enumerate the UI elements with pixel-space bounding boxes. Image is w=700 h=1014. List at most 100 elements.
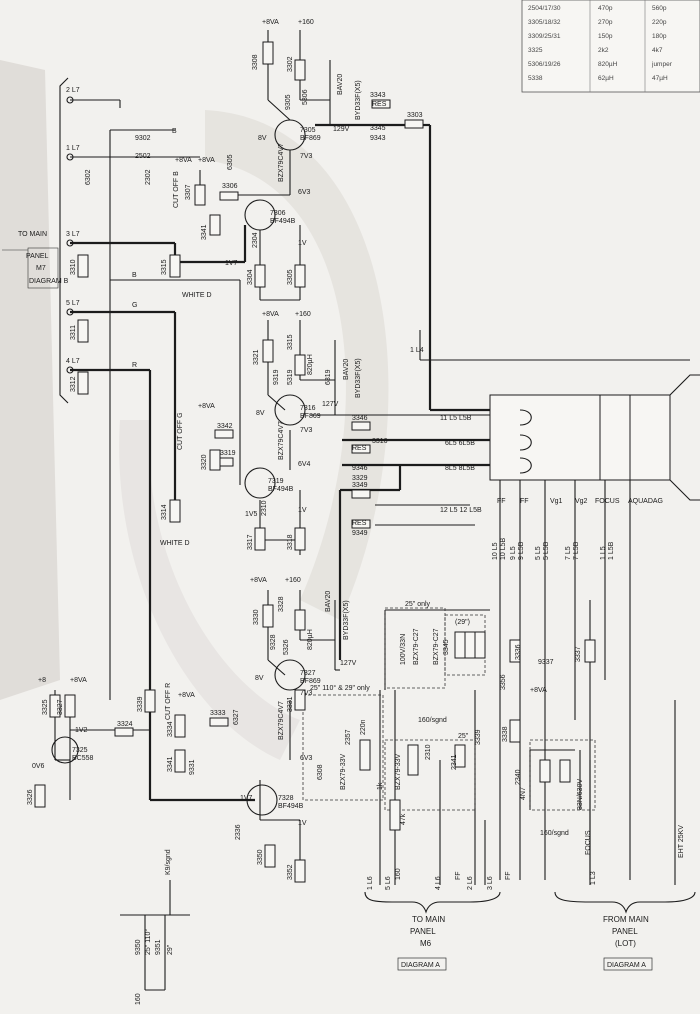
bottom-pin: 1 L6	[367, 876, 374, 890]
table-cell: 150p	[598, 33, 613, 40]
ref: 3352	[287, 864, 294, 880]
ref: 9351	[155, 939, 162, 955]
ref: 3330	[253, 609, 260, 625]
transistor-type: BF869	[300, 678, 321, 685]
bottom-pin: 2 L6	[467, 876, 474, 890]
option-boxes	[302, 607, 596, 811]
ref: 3345	[370, 125, 386, 132]
voltage: 8V	[255, 675, 264, 682]
ref: 9343	[370, 135, 386, 142]
ref: 9337	[538, 659, 554, 666]
voltage: 1V5	[245, 511, 258, 518]
ref: 5326	[283, 639, 290, 655]
crt-pin: 1 L5B	[608, 541, 615, 560]
voltage: 6V3	[300, 755, 313, 762]
ref: 3331	[287, 696, 294, 712]
ref: 9302	[135, 135, 151, 142]
gnd-label: K9/sgnd	[165, 849, 172, 875]
transistor-type: BF494B	[268, 486, 294, 493]
pin: 1 L3	[590, 871, 597, 885]
table-cell: 3325	[528, 47, 543, 54]
transistor-label: 7316	[300, 405, 316, 412]
bottom-pin-lines	[379, 609, 676, 885]
transistor-label: 7327	[300, 670, 316, 677]
note: 29"	[167, 944, 174, 955]
crt-pin: 7 L5	[565, 546, 572, 560]
note: 25"	[458, 733, 469, 740]
table-cell: 3309/25/31	[528, 33, 561, 40]
ref: 3326	[27, 789, 34, 805]
ref: 2302	[145, 169, 152, 185]
table-cell: 2504/17/30	[528, 5, 561, 12]
supply-label: +160	[285, 577, 301, 584]
ref: 3345	[443, 639, 450, 655]
ref: 3320	[201, 454, 208, 470]
eht: EHT 25KV	[678, 825, 685, 858]
ref: 9328	[270, 634, 277, 650]
voltage: 6V3	[298, 189, 311, 196]
table-cell: jumper	[651, 61, 673, 68]
diode2-label: BYD33F(X5)	[355, 358, 362, 398]
crt-vg2: Vg2	[575, 498, 588, 505]
connector-label: 1 L4	[410, 347, 424, 354]
crt-ff: FF	[520, 498, 529, 505]
connector-label: 5 L7	[66, 300, 80, 307]
transistor-label: 7325	[72, 747, 88, 754]
connector-label: 3 L7	[66, 231, 80, 238]
connector-label: 6L5 6L5B	[445, 440, 475, 447]
cutoff-label: CUT OFF R	[165, 683, 172, 720]
transistor-label: 7328	[278, 795, 294, 802]
from-main: FROM MAIN	[603, 915, 649, 924]
ref: 9331	[189, 759, 196, 775]
ref: 3306	[222, 183, 238, 190]
bottom-pin: 4 L6	[435, 876, 442, 890]
rail-g: G	[132, 302, 137, 309]
table-cell: 820µH	[598, 61, 618, 68]
ref: 3302	[287, 56, 294, 72]
crt-pin: 1 L5	[600, 546, 607, 560]
pin: 160	[135, 993, 142, 1005]
connector-label: 4 L7	[66, 358, 80, 365]
ref: 3318	[287, 534, 294, 550]
transistor-type: BF869	[300, 413, 321, 420]
focus-out: FOCUS	[585, 830, 592, 855]
voltage: 1V7	[240, 795, 253, 802]
value: 47k	[400, 813, 407, 825]
resistors	[34, 41, 596, 883]
ref: 3329	[352, 475, 368, 482]
voltage: 7V3	[300, 427, 313, 434]
watermark-shape	[0, 60, 60, 700]
zener: BZX79-33V	[340, 753, 347, 790]
supply-label: +8	[38, 677, 46, 684]
res-text: RES	[372, 101, 387, 108]
stage-b-wiring	[70, 30, 690, 860]
ref: 2357	[345, 729, 352, 745]
ref: 3325	[42, 699, 49, 715]
ref: 3319	[220, 450, 236, 457]
ref: 3316	[372, 438, 388, 445]
ref: 3339	[137, 696, 144, 712]
voltage: 6V4	[298, 461, 311, 468]
left-box-title: TO MAIN	[18, 231, 47, 238]
ref: 3356	[500, 674, 507, 690]
ref: 2341	[451, 754, 458, 770]
capacitor: 4N7	[520, 787, 527, 800]
ref: 3311	[70, 325, 77, 340]
zener-label: BZX79C4V7	[278, 701, 285, 740]
ref: 3328	[278, 596, 285, 612]
voltage: 8V	[258, 135, 267, 142]
supply-label: +8VA	[175, 157, 192, 164]
table-cell: 5306/19/26	[528, 61, 561, 68]
ref: 2310	[425, 744, 432, 760]
table-cell: 470p	[598, 5, 613, 12]
ref: 3310	[70, 259, 77, 275]
table-cell: 3305/18/32	[528, 19, 561, 26]
supply-label: +160	[295, 311, 311, 318]
transistors	[51, 119, 306, 816]
ref: 3333	[210, 710, 226, 717]
diode-label: BAV20	[343, 359, 350, 380]
ref: 2336	[235, 824, 242, 840]
zener: BZX79-33V	[395, 753, 402, 790]
watermark-shape	[205, 110, 389, 620]
